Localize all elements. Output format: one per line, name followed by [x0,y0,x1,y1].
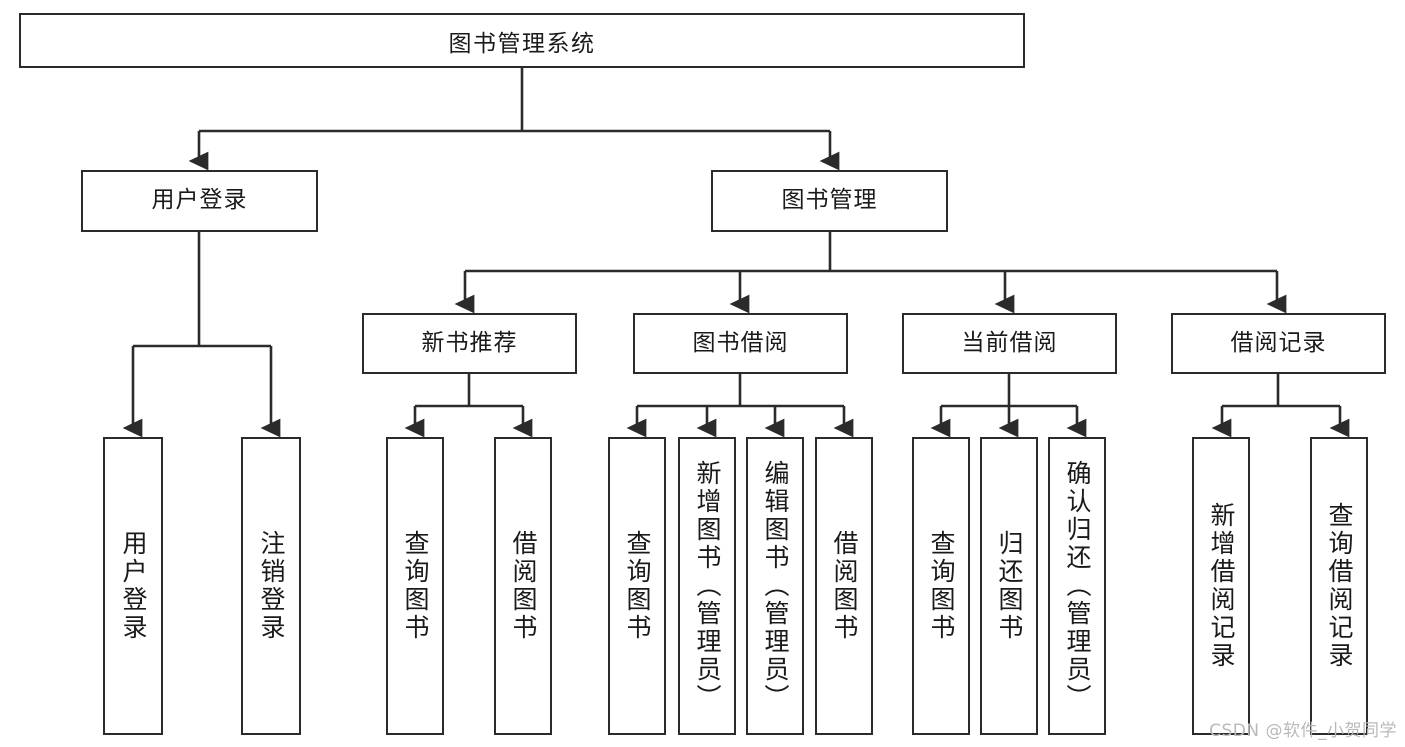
node-label: 新书推荐 [421,329,518,356]
node-label: 借阅图书 [509,530,538,642]
node-label: 借阅记录 [1230,329,1327,356]
leaf-current-return-book[interactable]: 归还图书 [980,437,1038,735]
node-label: 图书管理系统 [448,30,596,57]
csdn-watermark: CSDN @软件_小贺同学 [1209,721,1397,741]
node-label: 查询图书 [927,530,956,642]
node-root-system[interactable]: 图书管理系统 [19,13,1025,68]
node-label: 用户登录 [151,187,248,214]
leaf-borrow-borrow-book[interactable]: 借阅图书 [815,437,873,735]
leaf-current-query-book[interactable]: 查询图书 [912,437,970,735]
node-label: 查询借阅记录 [1325,502,1354,670]
leaf-borrow-query-book[interactable]: 查询图书 [608,437,666,735]
leaf-recommend-query-book[interactable]: 查询图书 [386,437,444,735]
node-label: 当前借阅 [961,329,1058,356]
leaf-recommend-borrow-book[interactable]: 借阅图书 [494,437,552,735]
node-current-borrow[interactable]: 当前借阅 [902,313,1117,374]
node-label: 图书借阅 [692,329,789,356]
leaf-current-confirm-return-admin[interactable]: 确认归还（管理员） [1048,437,1106,735]
node-label: 查询图书 [401,530,430,642]
leaf-user-login-logout[interactable]: 注销登录 [241,437,301,735]
node-label: 确认归还（管理员） [1063,460,1092,712]
node-book-borrow[interactable]: 图书借阅 [633,313,848,374]
node-label: 新增图书（管理员） [693,460,722,712]
node-label: 归还图书 [995,530,1024,642]
leaf-records-query-record[interactable]: 查询借阅记录 [1310,437,1368,735]
node-label: 图书管理 [781,187,878,214]
leaf-borrow-edit-book-admin[interactable]: 编辑图书（管理员） [746,437,804,735]
leaf-borrow-add-book-admin[interactable]: 新增图书（管理员） [678,437,736,735]
node-user-login[interactable]: 用户登录 [81,170,318,232]
node-label: 借阅图书 [830,530,859,642]
node-book-management[interactable]: 图书管理 [711,170,948,232]
node-borrow-records[interactable]: 借阅记录 [1171,313,1386,374]
leaf-records-add-record[interactable]: 新增借阅记录 [1192,437,1250,735]
node-label: 查询图书 [623,530,652,642]
node-label: 用户登录 [119,530,148,642]
node-new-book-recommend[interactable]: 新书推荐 [362,313,577,374]
leaf-user-login-login[interactable]: 用户登录 [103,437,163,735]
node-label: 新增借阅记录 [1207,502,1236,670]
node-label: 注销登录 [257,530,286,642]
node-label: 编辑图书（管理员） [761,460,790,712]
